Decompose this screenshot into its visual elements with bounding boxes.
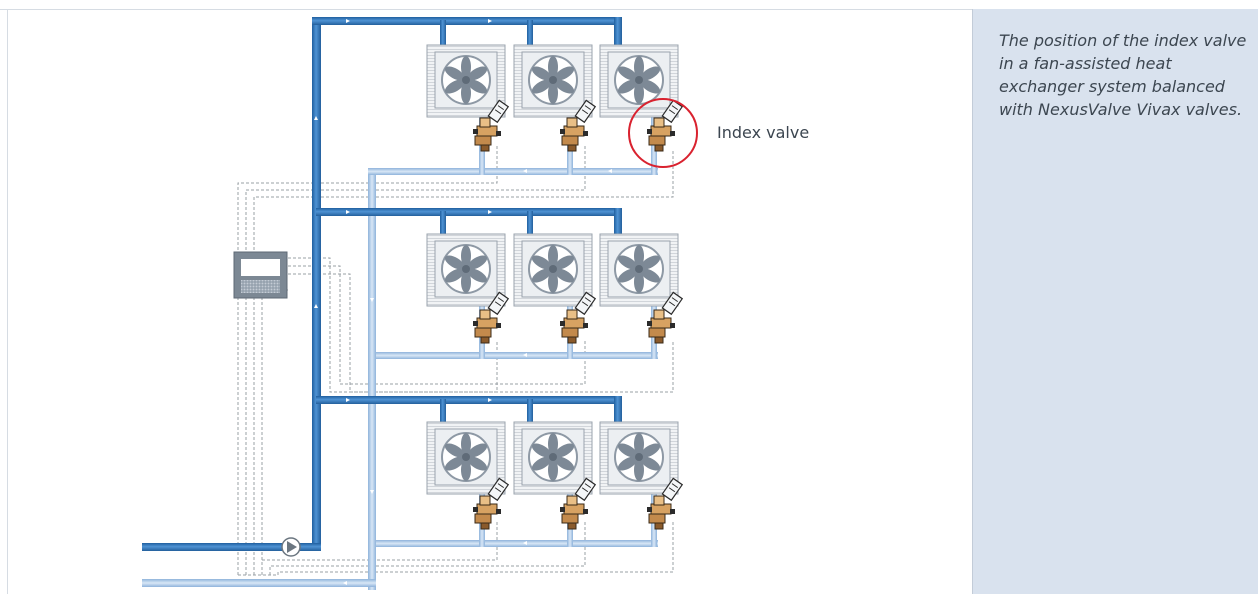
fan-coil-unit-icon	[426, 233, 506, 307]
fan-coil-unit-icon	[513, 233, 593, 307]
fan-coil-unit-icon	[599, 233, 679, 307]
pump-icon	[281, 537, 301, 557]
system-diagram: Index valve	[142, 17, 809, 590]
supply-pipework	[142, 17, 622, 551]
index-valve-label: Index valve	[717, 123, 809, 142]
caption-text: The position of the index valve in a fan…	[999, 31, 1247, 119]
index-valve-highlight	[628, 98, 698, 168]
frame-top-border	[0, 9, 1258, 10]
return-pipework	[142, 115, 658, 590]
fan-coil-unit-icon	[599, 44, 679, 118]
fan-coil-unit-icon	[513, 421, 593, 495]
fan-coil-units	[426, 44, 679, 495]
fan-coil-unit-icon	[426, 421, 506, 495]
caption-panel: The position of the index valve in a fan…	[972, 9, 1258, 594]
fan-coil-unit-icon	[599, 421, 679, 495]
controller-icon	[233, 251, 288, 299]
frame-left-border	[7, 9, 8, 594]
fan-coil-unit-icon	[426, 44, 506, 118]
control-wiring	[237, 145, 674, 576]
fan-coil-unit-icon	[513, 44, 593, 118]
